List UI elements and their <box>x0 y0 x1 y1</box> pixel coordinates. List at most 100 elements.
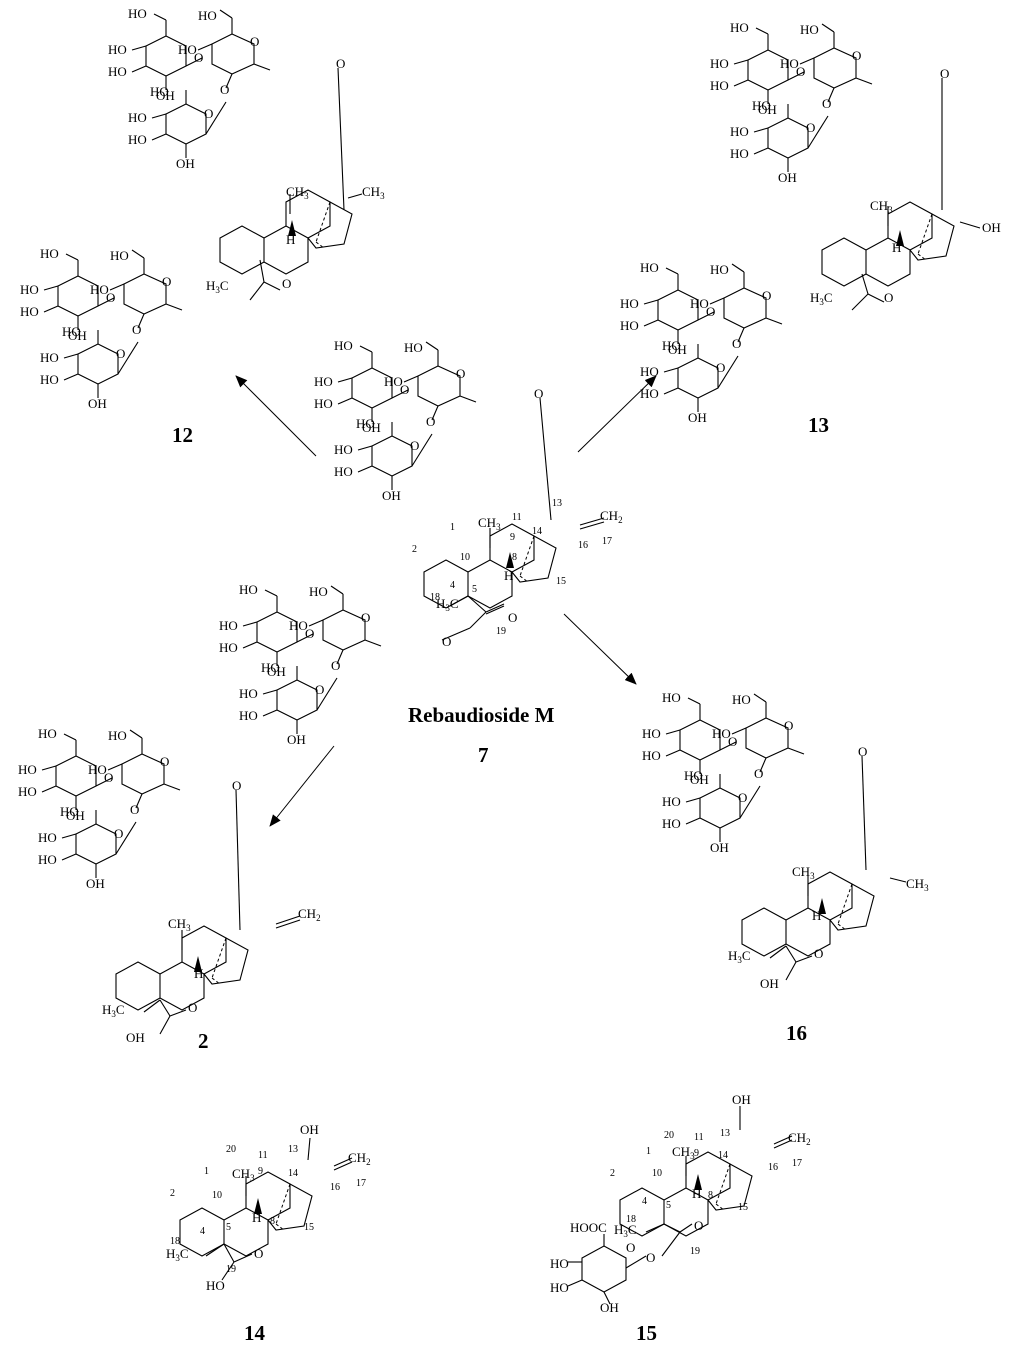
svg-text:11: 11 <box>694 1132 704 1143</box>
hydroxyl-label: OH <box>758 102 777 117</box>
svg-text:CH3: CH3 <box>232 1166 255 1183</box>
hydroxyl-label: HO <box>178 42 197 57</box>
svg-text:O: O <box>282 276 291 291</box>
svg-text:H: H <box>892 240 901 255</box>
arrow-to-2 <box>269 745 335 827</box>
hydroxyl-label: HO <box>710 56 729 71</box>
ring-oxygen-label: O <box>315 682 324 697</box>
svg-text:CH3: CH3 <box>286 184 309 201</box>
ring-oxygen-label: O <box>410 438 419 453</box>
hydroxyl-label: HO <box>780 56 799 71</box>
svg-text:10: 10 <box>212 1190 222 1201</box>
ring-oxygen-label: O <box>728 734 737 749</box>
svg-text:20: 20 <box>226 1144 236 1155</box>
svg-text:OH: OH <box>760 976 779 991</box>
hydroxyl-label: HO <box>662 690 681 705</box>
ring-oxygen-label: O <box>852 48 861 63</box>
hydroxyl-label: HO <box>730 20 749 35</box>
sugar-labels: HOHOHOOHOHOHOOOHOHOHOOHOHOHOHOOHOHOHOOOH… <box>18 6 861 891</box>
ring-oxygen-label: O <box>194 50 203 65</box>
svg-text:9: 9 <box>258 1166 263 1177</box>
hydroxyl-label: HO <box>662 794 681 809</box>
hydroxyl-label: HO <box>239 582 258 597</box>
svg-text:H3C: H3C <box>166 1246 189 1263</box>
hydroxyl-label: OH <box>778 170 797 185</box>
svg-text:OH: OH <box>982 220 1001 235</box>
compound-number-14: 14 <box>244 1321 266 1345</box>
hydroxyl-label: HO <box>710 262 729 277</box>
hydroxyl-label: HO <box>261 660 280 675</box>
ring-oxygen-label: O <box>456 366 465 381</box>
svg-text:10: 10 <box>460 552 470 563</box>
svg-text:O: O <box>336 56 345 71</box>
hydroxyl-label: HO <box>150 84 169 99</box>
arrow-to-12 <box>235 375 317 457</box>
arrow-to-13 <box>577 375 657 453</box>
svg-text:10: 10 <box>652 1168 662 1179</box>
hydroxyl-label: HO <box>690 296 709 311</box>
hydroxyl-label: HO <box>108 64 127 79</box>
hydroxyl-label: HO <box>732 692 751 707</box>
svg-text:19: 19 <box>226 1264 236 1275</box>
compound-15: OH CH2 CH3 H H3C O O O HOOC HO HO OH 20 … <box>550 1092 811 1345</box>
hydroxyl-label: OH <box>88 396 107 411</box>
hydroxyl-label: HO <box>38 830 57 845</box>
svg-text:CH3: CH3 <box>792 864 815 881</box>
ring-oxygen-label: O <box>361 610 370 625</box>
compound-16: CH3 CH3 H H3C O OH O 16 <box>665 693 929 1045</box>
svg-text:4: 4 <box>642 1196 647 1207</box>
svg-text:OH: OH <box>732 1092 751 1107</box>
ring-oxygen-label: O <box>426 414 435 429</box>
svg-text:16: 16 <box>330 1182 340 1193</box>
ring-oxygen-label: O <box>160 754 169 769</box>
ring-oxygen-label: O <box>806 120 815 135</box>
svg-text:O: O <box>254 1246 263 1261</box>
hydroxyl-label: HO <box>20 282 39 297</box>
hydroxyl-label: HO <box>684 768 703 783</box>
svg-text:15: 15 <box>556 576 566 587</box>
compound-number-12: 12 <box>172 423 193 447</box>
svg-text:2: 2 <box>170 1188 175 1199</box>
hydroxyl-label: HO <box>334 442 353 457</box>
compound-number-15: 15 <box>636 1321 657 1345</box>
svg-text:17: 17 <box>356 1178 366 1189</box>
hydroxyl-label: HO <box>62 324 81 339</box>
ring-oxygen-label: O <box>162 274 171 289</box>
svg-text:O: O <box>534 386 543 401</box>
hydroxyl-label: HO <box>712 726 731 741</box>
hydroxyl-label: HO <box>314 396 333 411</box>
hydroxyl-label: HO <box>198 8 217 23</box>
ring-oxygen-label: O <box>250 34 259 49</box>
svg-text:18: 18 <box>626 1214 636 1225</box>
ring-oxygen-label: O <box>784 718 793 733</box>
hydroxyl-label: OH <box>176 156 195 171</box>
svg-text:18: 18 <box>170 1236 180 1247</box>
svg-text:8: 8 <box>708 1190 713 1201</box>
svg-text:19: 19 <box>690 1246 700 1257</box>
svg-text:20: 20 <box>664 1130 674 1141</box>
svg-text:11: 11 <box>512 512 522 523</box>
hydroxyl-label: HO <box>18 784 37 799</box>
svg-text:OH: OH <box>126 1030 145 1045</box>
hydroxyl-label: HO <box>128 132 147 147</box>
hydroxyl-label: HO <box>384 374 403 389</box>
hydroxyl-label: HO <box>20 304 39 319</box>
svg-text:O: O <box>940 66 949 81</box>
ring-oxygen-label: O <box>738 790 747 805</box>
ring-oxygen-label: O <box>116 346 125 361</box>
ring-oxygen-label: O <box>762 288 771 303</box>
hydroxyl-label: HO <box>108 42 127 57</box>
ring-oxygen-label: O <box>132 322 141 337</box>
svg-text:CH3: CH3 <box>168 916 191 933</box>
svg-text:H: H <box>194 966 203 981</box>
svg-text:H: H <box>692 1186 701 1201</box>
hydroxyl-label: HO <box>710 78 729 93</box>
svg-text:CH2: CH2 <box>298 906 321 923</box>
hydroxyl-label: HO <box>620 318 639 333</box>
hydroxyl-label: OH <box>688 410 707 425</box>
svg-text:H3C: H3C <box>436 596 459 613</box>
svg-text:O: O <box>858 744 867 759</box>
hydroxyl-label: HO <box>40 350 59 365</box>
svg-text:O: O <box>884 290 893 305</box>
hydroxyl-label: HO <box>334 338 353 353</box>
